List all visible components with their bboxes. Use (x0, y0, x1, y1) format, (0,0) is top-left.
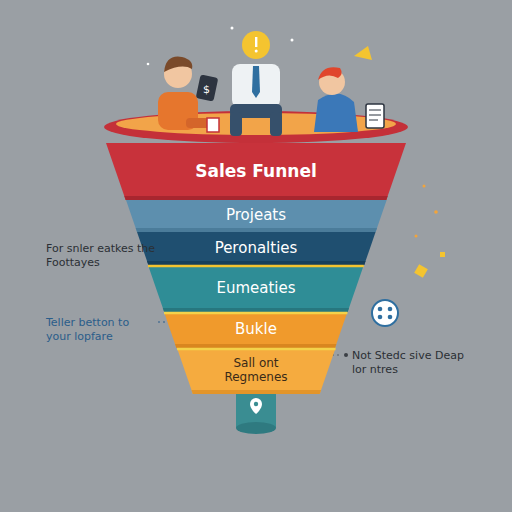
svg-text:$: $ (203, 83, 210, 96)
band-shade (135, 228, 376, 232)
band-fill (106, 143, 406, 200)
band-fill (126, 200, 387, 232)
funnel-band: Eumeaties (148, 265, 364, 312)
band-label: Bukle (235, 321, 277, 338)
network-icon (372, 300, 398, 326)
person-left: $ (158, 57, 219, 132)
pin-hole (254, 402, 258, 406)
band-shade (175, 344, 336, 348)
band-separator (164, 312, 347, 315)
band-label: Peronalties (215, 240, 298, 257)
funnel-band: Sales Funnel (106, 143, 406, 200)
band-separator (177, 348, 336, 351)
band-label: Projeats (226, 207, 286, 224)
funnel-band: Projeats (126, 200, 387, 232)
band-separator (148, 265, 364, 268)
band-label: Eumeaties (216, 280, 295, 297)
funnel-band: Bukle (164, 312, 347, 348)
band-fill (148, 265, 364, 312)
band-fill (164, 312, 347, 348)
band-fill (137, 232, 376, 265)
band-shade (124, 196, 387, 200)
side-note: Teller betton to your lopfare (46, 316, 156, 344)
band-label: Sales Funnel (195, 162, 317, 182)
side-note: Not Stedc sive Deap lor ntres (352, 349, 464, 377)
funnel-stem-end (236, 422, 276, 434)
person-middle (230, 31, 282, 136)
band-label: Sall ont Regmenes (206, 357, 306, 385)
band-shade (191, 390, 321, 394)
band-shade (147, 261, 366, 265)
funnel-band: Peronalties (137, 232, 376, 265)
funnel-band: Sall ont Regmenes (177, 348, 336, 394)
band-shade (163, 308, 349, 312)
pin-icon (250, 398, 262, 414)
side-note: For snler eatkes the Foottayes (46, 242, 156, 270)
band-fill (177, 348, 336, 394)
person-right (314, 46, 384, 132)
